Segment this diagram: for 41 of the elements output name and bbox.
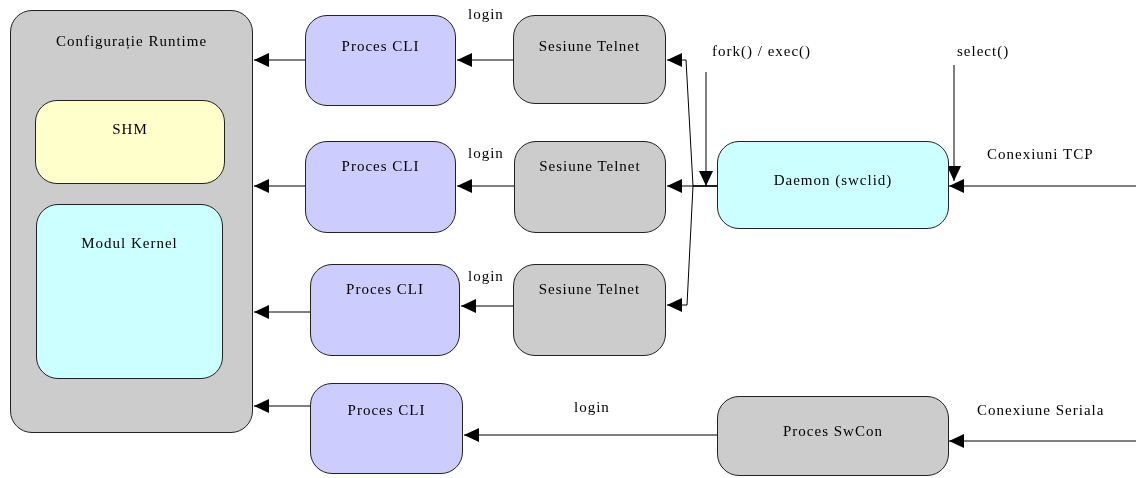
process-box [717, 396, 949, 476]
edge-label: login [466, 145, 506, 162]
edge-label: login [466, 268, 506, 285]
arrow [666, 185, 718, 312]
process-box [305, 141, 456, 233]
process-box [513, 264, 666, 356]
node-label: Proces CLI [341, 38, 420, 55]
arrow [253, 399, 311, 413]
process-box [305, 15, 456, 106]
node-label: Proces CLI [346, 281, 424, 298]
arrow [460, 299, 514, 313]
arrow [463, 428, 718, 442]
process-box [514, 141, 666, 233]
arrow [253, 305, 311, 319]
arrow [699, 71, 713, 187]
arrow [948, 179, 1136, 193]
node-label: Daemon (swclid) [773, 172, 893, 189]
arrow [948, 434, 1136, 448]
node-label: Modul Kernel [81, 235, 178, 252]
edge-label: login [466, 6, 506, 23]
node-label: Proces SwCon [783, 423, 883, 440]
node-label: Sesiune Telnet [538, 281, 641, 298]
node-label: Sesiune Telnet [539, 158, 641, 175]
node-label: Proces CLI [341, 158, 420, 175]
node-label: Proces CLI [347, 402, 426, 419]
process-box [513, 15, 666, 104]
arrow [456, 179, 515, 193]
arrow [947, 64, 961, 182]
node-label: Configurație Runtime [55, 33, 208, 50]
arrow [456, 53, 514, 67]
process-box [35, 100, 225, 184]
process-box [717, 141, 949, 229]
node-label: Sesiune Telnet [538, 38, 641, 55]
arrow [253, 53, 306, 67]
container-box [10, 10, 253, 433]
process-box [36, 204, 223, 379]
process-box [310, 264, 460, 356]
edge-label: login [572, 399, 612, 416]
process-box [310, 383, 463, 474]
arrow [253, 179, 306, 193]
node-label: SHM [112, 121, 148, 138]
